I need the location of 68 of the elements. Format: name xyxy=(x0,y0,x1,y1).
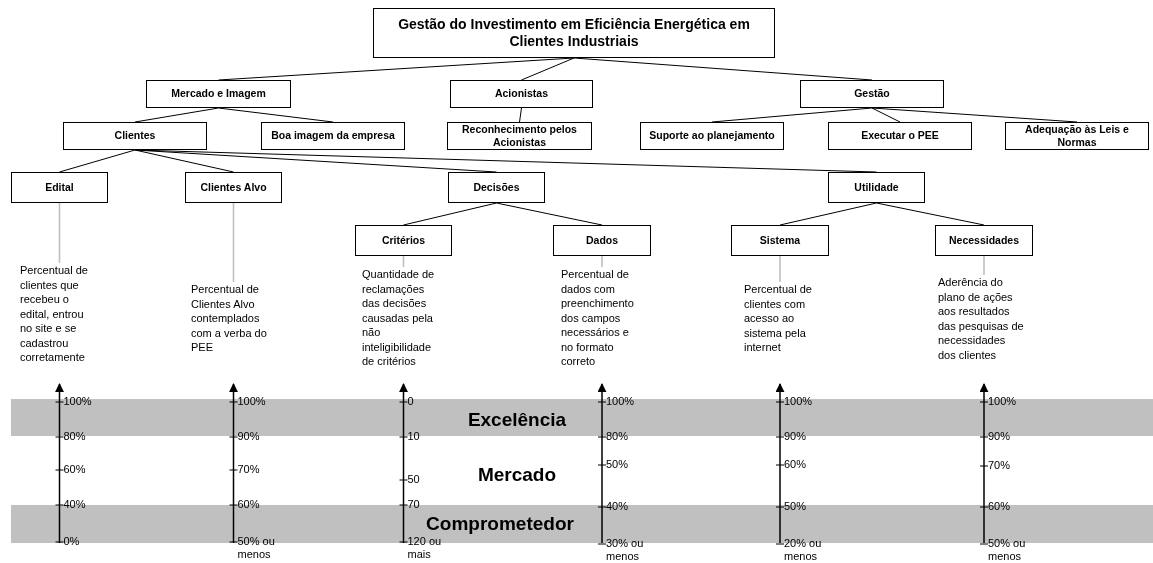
connector-line xyxy=(232,202,235,283)
connector-line xyxy=(779,202,877,226)
zone-label: Mercado xyxy=(477,464,557,486)
category-box: Boa imagem da empresa xyxy=(261,122,405,150)
indicator-text: Percentual de Clientes Alvo contemplados com a verba do PEE xyxy=(191,282,273,355)
tick-label: 60% xyxy=(237,498,261,511)
tick-label: 0% xyxy=(63,535,81,548)
connector-line xyxy=(59,149,136,173)
indicator-text: Percentual de clientes com acesso ao sistema pela internet xyxy=(744,282,812,355)
tick-label: 100% xyxy=(606,395,636,408)
connector-line xyxy=(871,107,901,123)
category-box: Utilidade xyxy=(828,172,925,203)
category-box: Adequação às Leis e Normas xyxy=(1005,122,1149,150)
tick-label: 90% xyxy=(237,430,261,443)
tick-label: 100% xyxy=(988,395,1018,408)
category-box: Clientes xyxy=(63,122,207,150)
category-box: Edital xyxy=(11,172,108,203)
indicator-text: Percentual de clientes que recebeu o edital, entrou no site e se cadastrou corretamente xyxy=(20,263,94,365)
category-box: Mercado e Imagem xyxy=(146,80,291,108)
tick-label: 50% ou menos xyxy=(237,535,276,561)
tick-label: 60% xyxy=(784,458,808,471)
title-box: Gestão do Investimento em Eficiência Energética em Clientes Industriais xyxy=(373,8,775,58)
tick-label: 30% ou menos xyxy=(606,537,645,563)
tick-label: 100% xyxy=(63,395,93,408)
connector-line xyxy=(601,255,603,268)
zone-label: Comprometedor xyxy=(426,513,574,535)
tick-label: 80% xyxy=(606,430,630,443)
tick-label: 80% xyxy=(63,430,87,443)
tick-label: 50% ou menos xyxy=(988,537,1027,563)
connector-line xyxy=(779,255,781,283)
tick-label: 40% xyxy=(63,498,87,511)
tick-label: 10 xyxy=(407,430,421,443)
tick-label: 120 ou mais xyxy=(407,535,443,561)
category-box: Decisões xyxy=(448,172,545,203)
zone-label: Excelência xyxy=(467,409,567,431)
category-box: Clientes Alvo xyxy=(185,172,282,203)
connector-line xyxy=(519,107,522,123)
tick-label: 40% xyxy=(606,500,630,513)
connector-line xyxy=(983,255,985,276)
tick-label: 50 xyxy=(407,473,421,486)
connector-line xyxy=(521,57,575,81)
category-box: Dados xyxy=(553,225,651,256)
tick-label: 70% xyxy=(988,459,1012,472)
tick-label: 0 xyxy=(407,395,415,408)
category-box: Executar o PEE xyxy=(828,122,972,150)
category-box: Acionistas xyxy=(450,80,593,108)
tick-label: 50% xyxy=(784,500,808,513)
tick-label: 50% xyxy=(606,458,630,471)
category-box: Necessidades xyxy=(935,225,1033,256)
tick-label: 20% ou menos xyxy=(784,537,823,563)
category-box: Suporte ao planejamento xyxy=(640,122,784,150)
tick-label: 70% xyxy=(237,463,261,476)
indicator-text: Percentual de dados com preenchimento dos campos necessários e no formato correto xyxy=(561,267,643,369)
indicator-text: Quantidade de reclamações das decisões causadas pela não inteligibilidade de critérios xyxy=(362,267,444,369)
tick-label: 70 xyxy=(407,498,421,511)
category-box: Gestão xyxy=(800,80,944,108)
category-box: Critérios xyxy=(355,225,452,256)
tick-label: 100% xyxy=(784,395,814,408)
indicator-text: Aderência do plano de ações aos resultados das pesquisas de necessidades dos clientes xyxy=(938,275,1026,362)
tick-label: 90% xyxy=(988,430,1012,443)
tick-label: 60% xyxy=(988,500,1012,513)
tick-label: 60% xyxy=(63,463,87,476)
category-box: Sistema xyxy=(731,225,829,256)
tick-label: 100% xyxy=(237,395,267,408)
tick-label: 90% xyxy=(784,430,808,443)
connector-line xyxy=(58,202,61,264)
connector-line xyxy=(403,202,497,226)
category-box: Reconhecimento pelos Acionistas xyxy=(447,122,592,150)
